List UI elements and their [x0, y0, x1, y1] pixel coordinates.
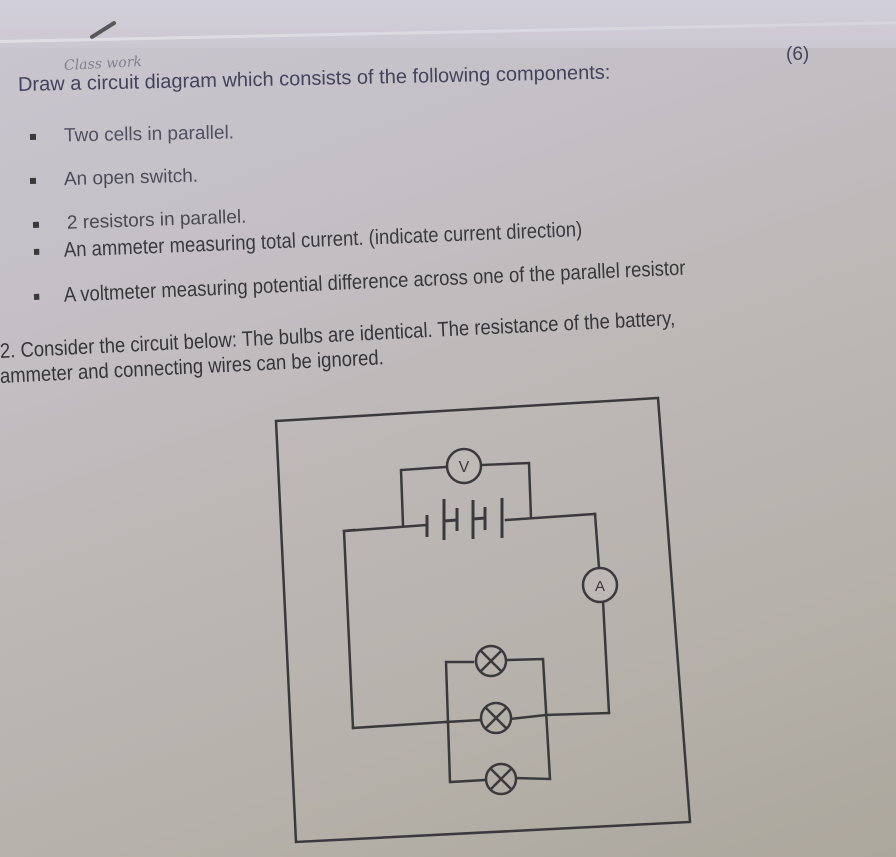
component-item: An open switch.	[29, 165, 199, 192]
bullet-icon	[32, 221, 40, 228]
svg-text:A: A	[595, 578, 605, 595]
bulb-icon	[479, 701, 513, 735]
diagram-frame	[274, 396, 692, 844]
bullet-icon	[29, 133, 37, 140]
paper-top-area	[0, 0, 896, 48]
bulb-icon	[474, 644, 508, 678]
bullet-icon	[33, 248, 40, 255]
question1-marks: (6)	[786, 44, 810, 65]
battery-icon	[425, 498, 504, 540]
bullet-icon	[29, 177, 37, 184]
component-text: A voltmeter measuring potential differen…	[63, 256, 686, 307]
component-item: 2 resistors in parallel.	[32, 206, 247, 236]
voltmeter-icon: V	[445, 447, 483, 485]
bullet-icon	[33, 293, 40, 300]
svg-text:V: V	[459, 459, 470, 476]
component-text: 2 resistors in parallel.	[66, 206, 247, 234]
component-item: A voltmeter measuring potential differen…	[33, 257, 686, 309]
bulb-icon	[484, 762, 518, 796]
component-text: An open switch.	[63, 165, 199, 191]
component-item: Two cells in parallel.	[29, 122, 235, 148]
component-text: Two cells in parallel.	[63, 122, 235, 147]
ammeter-icon: A	[581, 566, 619, 604]
